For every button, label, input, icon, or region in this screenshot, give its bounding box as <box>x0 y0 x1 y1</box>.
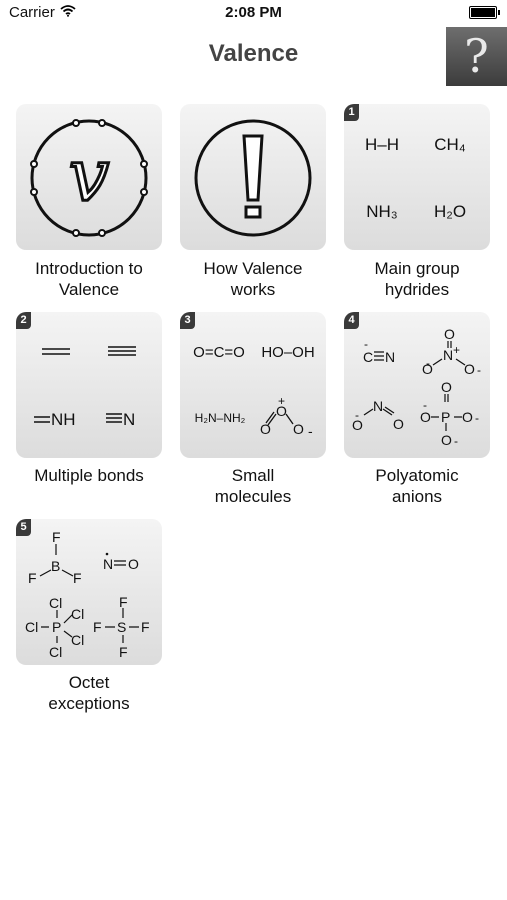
caption-polyatomic-anions: Polyatomic anions <box>375 466 459 506</box>
exclamation-icon <box>194 119 312 237</box>
svg-text:P: P <box>52 619 61 635</box>
formula-ch4: CH₄ <box>434 135 466 154</box>
svg-text:O: O <box>276 403 287 419</box>
svg-text:+: + <box>278 394 285 408</box>
caption-octet-exceptions: Octet exceptions <box>48 673 130 713</box>
svg-text:F: F <box>28 570 37 586</box>
svg-text:O: O <box>422 361 433 377</box>
tile-introduction[interactable]: v <box>16 104 162 250</box>
formula-n2h4: H₂N–NH₂ <box>195 411 246 425</box>
caption-multiple-bonds: Multiple bonds <box>34 466 144 485</box>
formula-co2: O=C=O <box>193 344 245 361</box>
svg-text:O: O <box>420 409 431 425</box>
tile-main-group-hydrides[interactable]: 1 H–H CH₄ NH₃ H₂O <box>344 104 490 250</box>
svg-text:N: N <box>385 349 395 365</box>
level-badge: 5 <box>16 519 31 536</box>
svg-text:-: - <box>423 398 427 412</box>
carrier-label: Carrier <box>9 4 55 21</box>
svg-text:-: - <box>477 363 481 377</box>
wifi-icon <box>60 5 76 17</box>
multiple-bonds-icon: NH N <box>34 346 136 429</box>
caption-how-valence-works: How Valence works <box>203 259 303 299</box>
formula-n: N <box>123 410 135 429</box>
small-molecules-icon: O=C=O HO–OH H₂N–NH₂ O O + O - <box>193 344 315 439</box>
svg-text:C: C <box>363 349 373 365</box>
svg-text:+: + <box>453 343 460 357</box>
svg-text:O: O <box>260 421 271 437</box>
ozone-structure-icon: O O + O - <box>260 394 313 439</box>
svg-text:-: - <box>426 356 430 370</box>
svg-text:-: - <box>475 411 479 425</box>
hydrides-formulas-icon: H–H CH₄ NH₃ H₂O <box>365 135 466 221</box>
svg-text:F: F <box>119 594 128 610</box>
svg-text:O: O <box>393 416 404 432</box>
svg-text:Cl: Cl <box>71 606 84 622</box>
svg-text:F: F <box>141 619 150 635</box>
svg-text:O: O <box>441 379 452 395</box>
page-title: Valence <box>208 40 299 67</box>
svg-text:O: O <box>128 556 139 572</box>
svg-text:P: P <box>441 409 450 425</box>
caption-main-group-hydrides: Main group hydrides <box>374 259 460 299</box>
svg-text:O: O <box>293 421 304 437</box>
svg-text:Cl: Cl <box>49 644 62 660</box>
svg-text:-: - <box>454 434 458 448</box>
level-badge: 3 <box>180 312 195 329</box>
formula-nh3: NH₃ <box>366 202 397 221</box>
caption-small-molecules: Small molecules <box>214 466 292 506</box>
svg-text:-: - <box>364 337 368 351</box>
svg-text:O: O <box>444 326 455 342</box>
svg-text:F: F <box>73 570 82 586</box>
clock: 2:08 PM <box>225 4 282 21</box>
help-button[interactable]: ? <box>446 27 507 86</box>
svg-text:N: N <box>443 347 453 363</box>
svg-text:N: N <box>103 556 113 572</box>
svg-text:N: N <box>373 398 383 414</box>
tile-multiple-bonds[interactable]: 2 NH N <box>16 312 162 458</box>
tile-small-molecules[interactable]: 3 O=C=O HO–OH H₂N–NH₂ O O + O - <box>180 312 326 458</box>
svg-text:Cl: Cl <box>71 632 84 648</box>
svg-text:O: O <box>441 432 452 448</box>
svg-text:F: F <box>52 529 61 545</box>
level-badge: 4 <box>344 312 359 329</box>
formula-h2: H–H <box>365 135 399 154</box>
formula-h2o2: HO–OH <box>261 344 314 361</box>
svg-text:F: F <box>119 644 128 660</box>
svg-text:O: O <box>464 361 475 377</box>
svg-text:-: - <box>308 423 313 439</box>
svg-text:O: O <box>462 409 473 425</box>
svg-text:Cl: Cl <box>49 595 62 611</box>
battery-icon <box>469 6 500 19</box>
svg-text:S: S <box>117 619 126 635</box>
svg-text:-: - <box>355 408 359 422</box>
svg-text:v: v <box>69 133 110 217</box>
status-bar: Carrier 2:08 PM <box>0 0 507 24</box>
level-badge: 2 <box>16 312 31 329</box>
formula-nh: NH <box>51 410 76 429</box>
formula-h2o: H₂O <box>434 202 466 221</box>
svg-text:O: O <box>352 417 363 433</box>
caption-introduction: Introduction to Valence <box>35 259 143 299</box>
svg-text:F: F <box>93 619 102 635</box>
valence-logo-icon: v <box>30 119 148 237</box>
level-badge: 1 <box>344 104 359 121</box>
tile-how-valence-works[interactable] <box>180 104 326 250</box>
svg-text:Cl: Cl <box>25 619 38 635</box>
svg-text:B: B <box>51 558 60 574</box>
